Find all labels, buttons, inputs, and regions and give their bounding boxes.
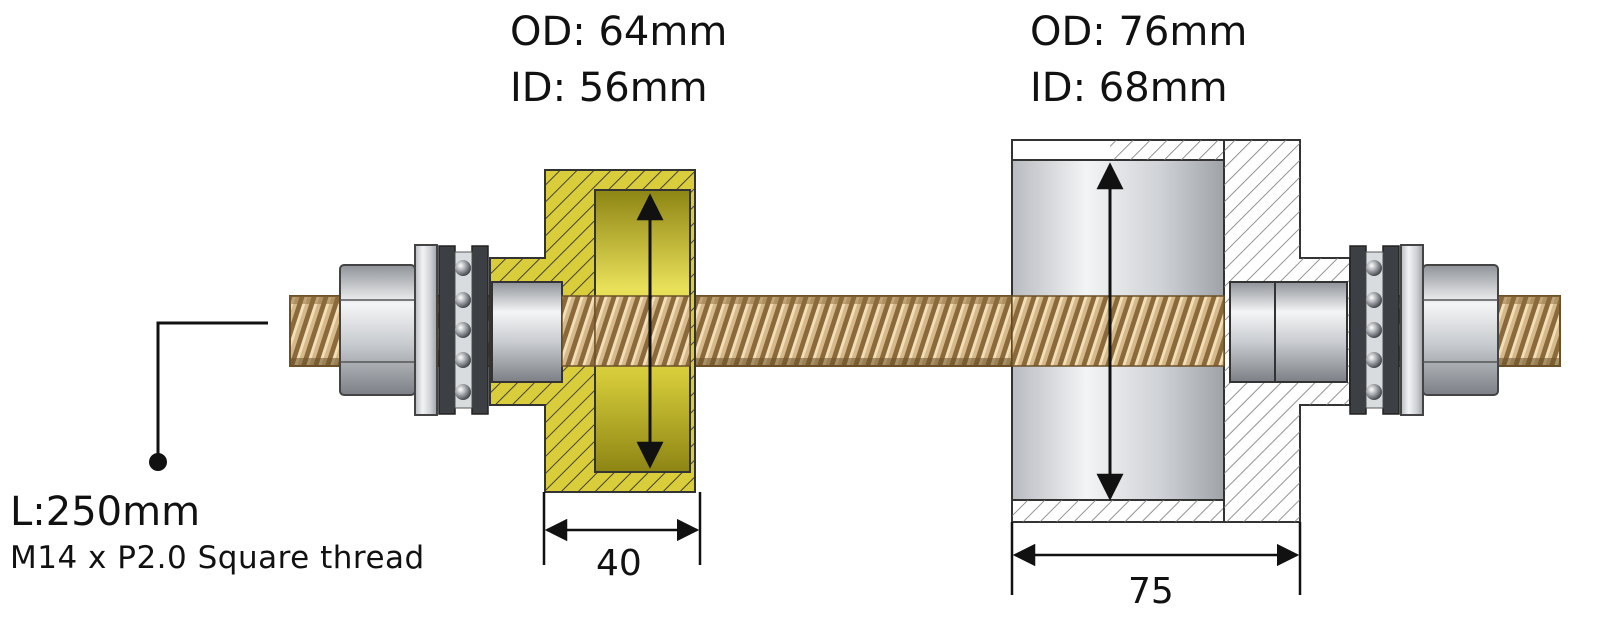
left-od-label: OD: 64mm [510, 9, 728, 55]
right-hex-nut [1422, 264, 1499, 396]
width-right-label: 75 [1128, 571, 1174, 612]
right-thrust-bearing [1349, 244, 1424, 416]
length-label: L:250mm [10, 489, 201, 535]
right-puller-cup [1011, 139, 1351, 523]
right-od-label: OD: 76mm [1030, 9, 1248, 55]
left-puller-cup [489, 169, 696, 493]
width-dimension-left [542, 492, 702, 565]
left-id-label: ID: 56mm [510, 65, 708, 111]
left-hex-nut [339, 264, 416, 396]
width-dimension-right [1010, 522, 1302, 595]
length-leader [149, 321, 268, 471]
thread-spec-label: M14 x P2.0 Square thread [10, 540, 425, 576]
width-left-label: 40 [596, 543, 642, 584]
left-thrust-bearing [414, 244, 489, 416]
right-id-label: ID: 68mm [1030, 65, 1228, 111]
